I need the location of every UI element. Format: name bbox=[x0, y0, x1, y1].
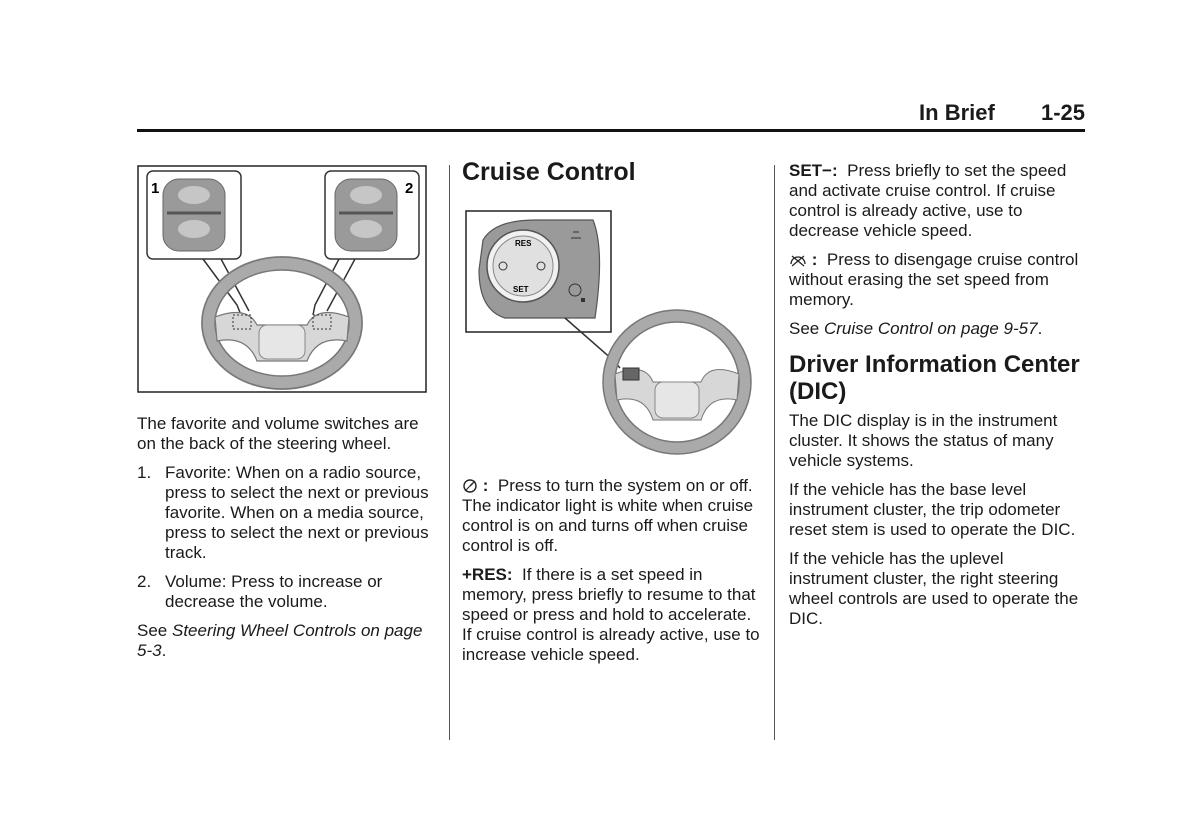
right-column: SET−: Press briefly to set the speed and… bbox=[789, 161, 1085, 638]
see-suffix: . bbox=[1037, 319, 1043, 338]
res-label: +RES: bbox=[462, 565, 513, 584]
page-number: 1-25 bbox=[1040, 100, 1085, 125]
res-text: If there is a set speed in memory, press… bbox=[462, 565, 760, 664]
following-distance-icon bbox=[571, 231, 581, 239]
set-label: SET−: bbox=[789, 161, 838, 180]
set-paragraph: SET−: Press briefly to set the speed and… bbox=[789, 161, 1085, 241]
list-text: Favorite: When on a radio source, press … bbox=[165, 463, 429, 562]
res-button-label: RES bbox=[515, 239, 532, 248]
dic-heading: Driver Information Center (DIC) bbox=[789, 351, 1080, 405]
column-divider-1 bbox=[449, 165, 450, 740]
inset-label-1: 1 bbox=[151, 180, 159, 197]
set-button-label: SET bbox=[513, 285, 529, 294]
cancel-icon bbox=[790, 255, 806, 267]
dic-paragraph: If the vehicle has the uplevel instrumen… bbox=[789, 549, 1079, 628]
see-prefix: See bbox=[137, 621, 172, 640]
dic-paragraph: If the vehicle has the base level instru… bbox=[789, 480, 1076, 539]
cancel-paragraph: : Press to disengage cruise control with… bbox=[789, 250, 1085, 310]
steering-wheel-image bbox=[602, 309, 752, 455]
see-reference: See Cruise Control on page 9-57. bbox=[789, 319, 1085, 339]
cancel-text: Press to disengage cruise control withou… bbox=[789, 250, 1079, 309]
res-paragraph: +RES: If there is a set speed in memory,… bbox=[462, 565, 762, 665]
see-reference: See Steering Wheel Controls on page 5-3. bbox=[137, 621, 437, 661]
list-number: 1. bbox=[137, 463, 152, 482]
steering-wheel-image bbox=[201, 256, 363, 390]
cancel-icon bbox=[536, 261, 546, 271]
see-suffix: . bbox=[161, 641, 167, 660]
inset-label-2: 2 bbox=[405, 180, 413, 197]
section-title: In Brief bbox=[919, 100, 995, 125]
list-number: 2. bbox=[137, 572, 152, 591]
cruise-onoff-icon bbox=[498, 261, 508, 271]
list-text: Volume: Press to increase or decrease th… bbox=[165, 572, 383, 611]
column-divider-2 bbox=[774, 165, 775, 740]
middle-column: : Press to turn the system on or off. Th… bbox=[462, 476, 762, 674]
list-item: 2. Volume: Press to increase or decrease … bbox=[137, 572, 437, 612]
header-rule bbox=[137, 129, 1085, 132]
steering-wheel-switches-figure: 1 2 bbox=[137, 165, 427, 393]
cruise-onoff-icon bbox=[463, 479, 477, 493]
switch-list: 1. Favorite: When on a radio source, pres… bbox=[137, 463, 437, 612]
dic-paragraph: The DIC display is in the instrument clu… bbox=[789, 411, 1058, 470]
cancel-label: : bbox=[811, 250, 818, 269]
onoff-paragraph: : Press to turn the system on or off. Th… bbox=[462, 476, 762, 556]
see-prefix: See bbox=[789, 319, 824, 338]
intro-paragraph: The favorite and volume switches are on … bbox=[137, 414, 419, 453]
page-header: In Brief 1-25 bbox=[919, 100, 1085, 126]
set-text: Press briefly to set the speed and activ… bbox=[789, 161, 1067, 240]
reference-link[interactable]: Cruise Control on page 9-57 bbox=[823, 319, 1038, 338]
left-column: The favorite and volume switches are on … bbox=[137, 414, 437, 670]
list-item: 1. Favorite: When on a radio source, pres… bbox=[137, 463, 437, 563]
onoff-text: Press to turn the system on or off. The … bbox=[462, 476, 754, 555]
cruise-control-figure: RES SET bbox=[465, 210, 752, 455]
lane-assist-icon bbox=[568, 283, 585, 302]
reference-link[interactable]: Steering Wheel Controls on page 5-3 bbox=[137, 621, 423, 660]
cruise-switch-panel: RES SET bbox=[478, 219, 601, 319]
onoff-label: : bbox=[482, 476, 489, 495]
cruise-control-heading: Cruise Control bbox=[462, 158, 636, 186]
